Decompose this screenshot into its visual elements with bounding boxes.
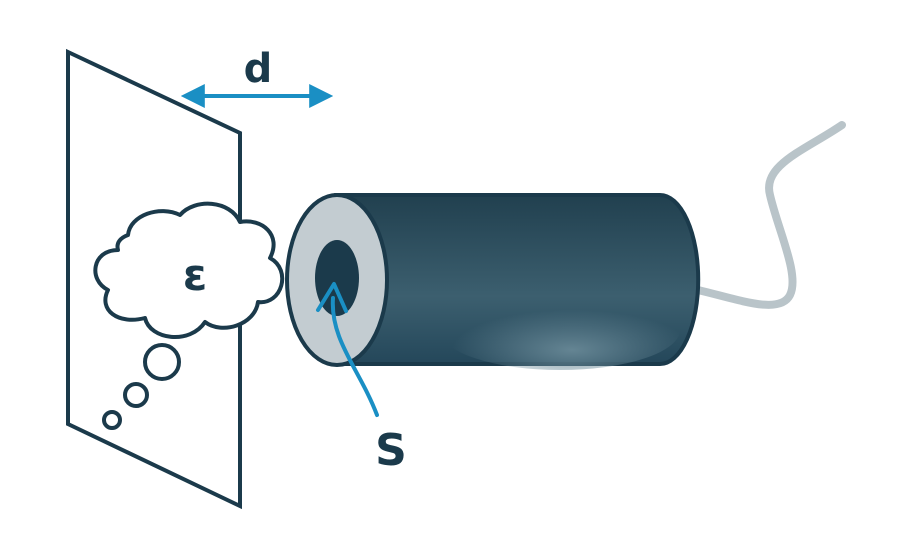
- thought-cloud: [93, 201, 285, 339]
- distance-label: d: [244, 46, 273, 92]
- curved-arrow-icon: [330, 296, 379, 417]
- bubble-large: [143, 343, 181, 381]
- area-label: S: [375, 425, 407, 476]
- bubble-medium: [123, 382, 149, 408]
- sensor-cable: [694, 121, 846, 309]
- curved-arrow-head: [316, 282, 348, 313]
- permittivity-label: ε: [183, 250, 208, 301]
- bubble-small: [102, 410, 122, 430]
- sensor-body-highlight: [440, 290, 680, 370]
